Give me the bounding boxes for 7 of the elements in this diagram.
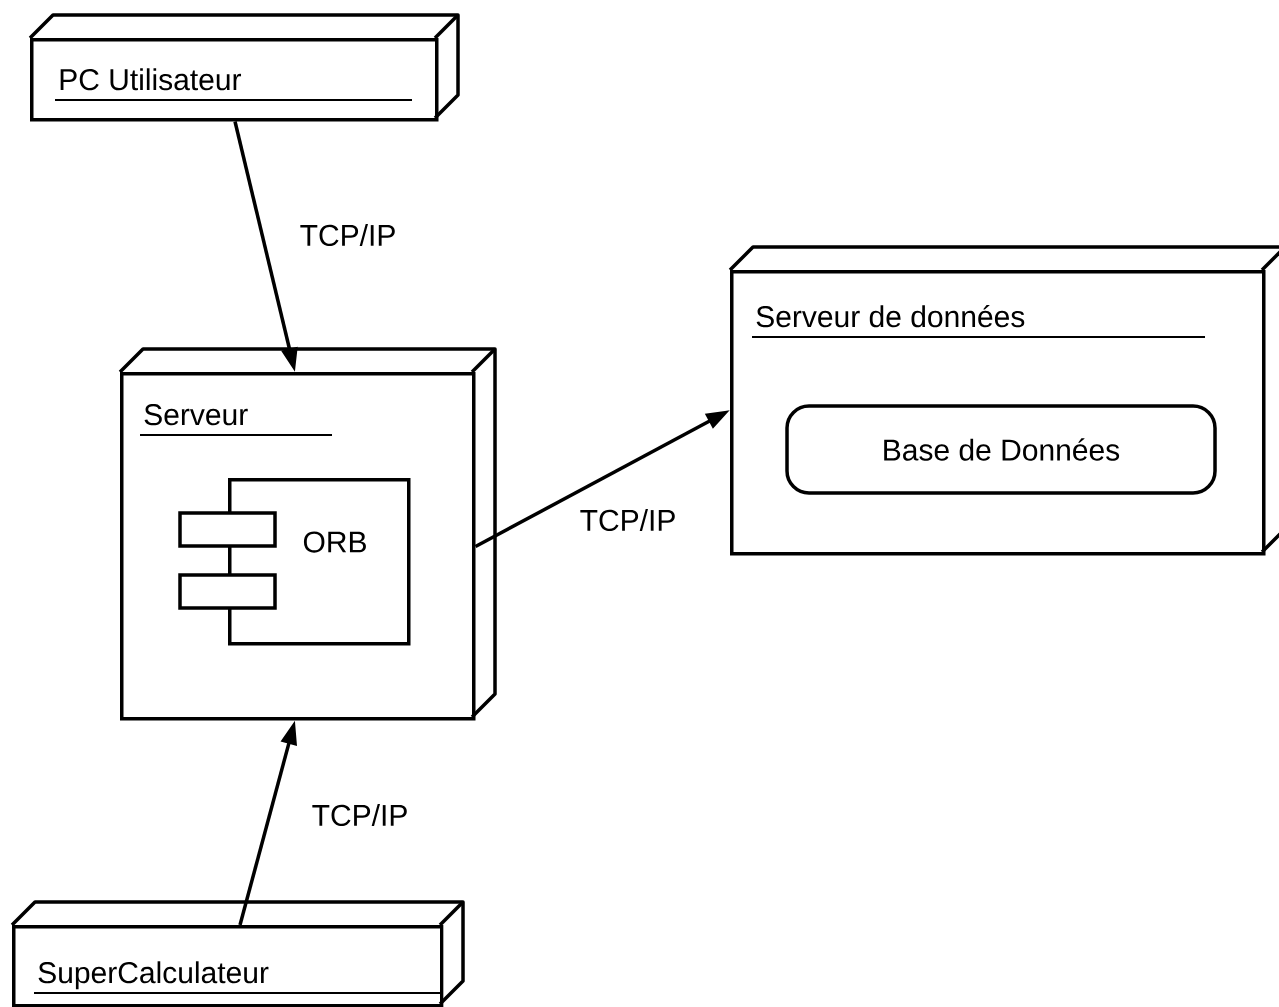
edge-label: TCP/IP xyxy=(297,222,399,248)
edge-label: TCP/IP xyxy=(309,802,411,829)
edge-label: TCP/IP xyxy=(577,507,679,533)
node-box: SuperCalculateur xyxy=(10,900,465,1007)
rounded-box: Base de Données xyxy=(785,404,1217,495)
node-box: PC Utilisateur xyxy=(28,13,460,122)
component-box: ORB xyxy=(178,478,411,646)
